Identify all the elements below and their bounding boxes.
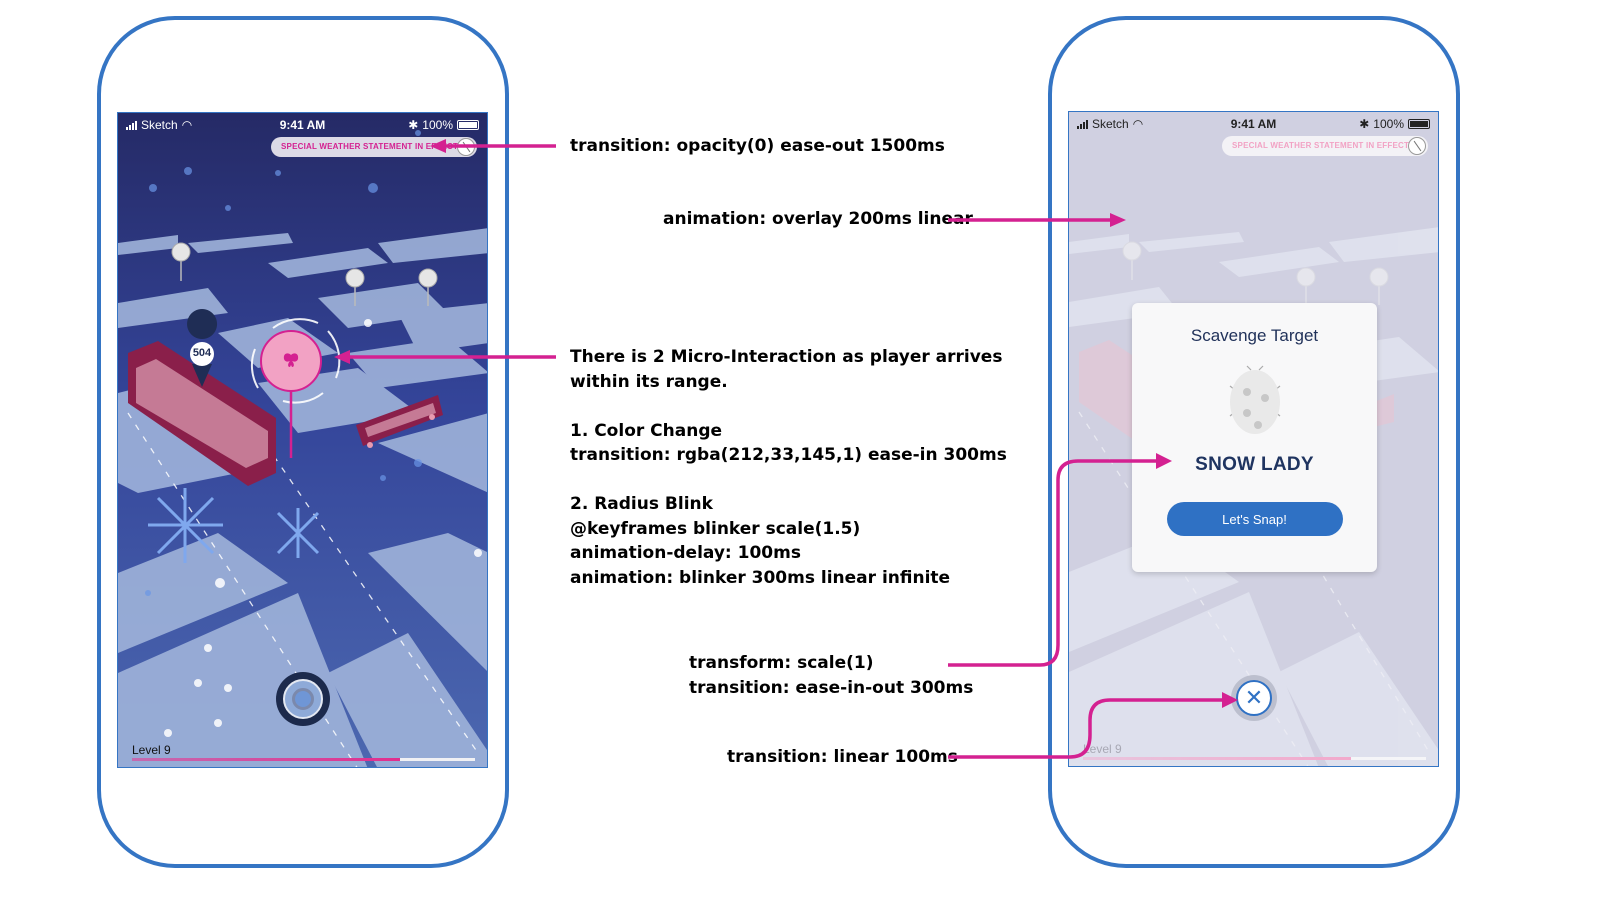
compass-icon[interactable] [457, 138, 475, 156]
status-bar: Sketch ◠ 9:41 AM ✱ 100% [1069, 112, 1438, 134]
level-progress-fill [1083, 757, 1351, 760]
close-button[interactable]: ✕ [1231, 675, 1277, 721]
annotation-line: transition: ease-in-out 300ms [689, 677, 974, 698]
lamp-posts [171, 242, 438, 306]
weather-alert-banner[interactable]: SPECIAL WEATHER STATEMENT IN EFFECT [1222, 136, 1428, 156]
annotation-card-transform: transform: scale(1) transition: ease-in-o… [689, 651, 973, 700]
annotation-line [570, 468, 1007, 493]
status-bar: Sketch ◠ 9:41 AM ✱ 100% [118, 113, 487, 135]
annotation-line: animation: blinker 300ms linear infinite [570, 567, 951, 588]
clock: 9:41 AM [1230, 117, 1277, 131]
annotation-close-transition: transition: linear 100ms [727, 745, 958, 770]
close-icon: ✕ [1236, 680, 1272, 716]
game-map-screen: 504 Sketch ◠ 9:41 AM ✱ 100% SPECIAL WEAT… [117, 112, 488, 768]
lets-snap-button[interactable]: Let's Snap! [1166, 502, 1343, 536]
butterfly-icon[interactable] [282, 351, 300, 369]
player-dot [292, 688, 314, 710]
compass-icon[interactable] [1408, 137, 1426, 155]
annotation-line: transform: scale(1) [689, 653, 874, 673]
bluetooth-icon: ✱ [408, 118, 419, 132]
snowflakes [145, 130, 422, 596]
battery-percent: 100% [422, 118, 453, 132]
annotation-line: There is 2 Micro-Interaction as player a… [570, 347, 1003, 367]
annotation-line: transition: linear 100ms [727, 747, 958, 767]
annotation-line: transition: rgba(212,33,145,1) ease-in 3… [570, 445, 1007, 465]
weather-alert-text: SPECIAL WEATHER STATEMENT IN EFFECT [281, 142, 459, 151]
annotation-line: within its range. [570, 371, 728, 392]
creature-name: SNOW LADY [1195, 454, 1314, 475]
annotation-overlay-animation: animation: overlay 200ms linear [663, 207, 973, 232]
battery-icon [457, 120, 479, 130]
level-label: Level 9 [1083, 742, 1122, 756]
carrier-label: Sketch [1092, 117, 1129, 131]
level-progress-bar [132, 758, 475, 761]
annotation-weather-transition: transition: opacity(0) ease-out 1500ms [570, 134, 945, 159]
clock: 9:41 AM [279, 118, 326, 132]
annotation-line: 1. Color Change [570, 420, 723, 441]
battery-icon [1408, 119, 1430, 129]
bus-large [128, 341, 276, 486]
big-snowflake [148, 488, 320, 563]
battery-percent: 100% [1373, 117, 1404, 131]
wifi-icon: ◠ [181, 118, 193, 132]
weather-alert-banner[interactable]: SPECIAL WEATHER STATEMENT IN EFFECT [271, 137, 477, 157]
level-progress-fill [132, 758, 400, 761]
bus-small [356, 395, 443, 448]
annotation-line [570, 394, 1007, 419]
card-title: Scavenge Target [1190, 326, 1319, 345]
scavenge-target-screen: Sketch ◠ 9:41 AM ✱ 100% SPECIAL WEATHER … [1068, 111, 1439, 767]
scavenge-target-card: Scavenge Target SNOW LADY Let's Snap! [1132, 303, 1377, 572]
city-map[interactable] [118, 113, 488, 768]
annotation-line: animation: overlay 200ms linear [663, 209, 973, 229]
building-blocks [118, 228, 487, 767]
annotation-line: @keyframes blinker scale(1.5) [570, 518, 861, 539]
weather-alert-text: SPECIAL WEATHER STATEMENT IN EFFECT [1232, 141, 1410, 150]
ladybug-silhouette-icon [1220, 360, 1290, 440]
bus-stop-pin [187, 309, 218, 387]
signal-icon [1077, 119, 1088, 129]
annotation-micro-interaction: There is 2 Micro-Interaction as player a… [570, 345, 1007, 590]
wifi-icon: ◠ [1132, 117, 1144, 131]
level-progress-bar [1083, 757, 1426, 760]
bluetooth-icon: ✱ [1359, 117, 1370, 131]
player-ring [283, 679, 323, 719]
carrier-label: Sketch [141, 118, 178, 132]
signal-icon [126, 120, 137, 130]
level-label: Level 9 [132, 743, 171, 757]
bus-stop-number: 504 [192, 347, 212, 359]
annotation-line: animation-delay: 100ms [570, 543, 801, 563]
annotation-line: 2. Radius Blink [570, 494, 713, 514]
player-location-button[interactable] [276, 672, 330, 726]
annotation-line: transition: opacity(0) ease-out 1500ms [570, 136, 945, 156]
